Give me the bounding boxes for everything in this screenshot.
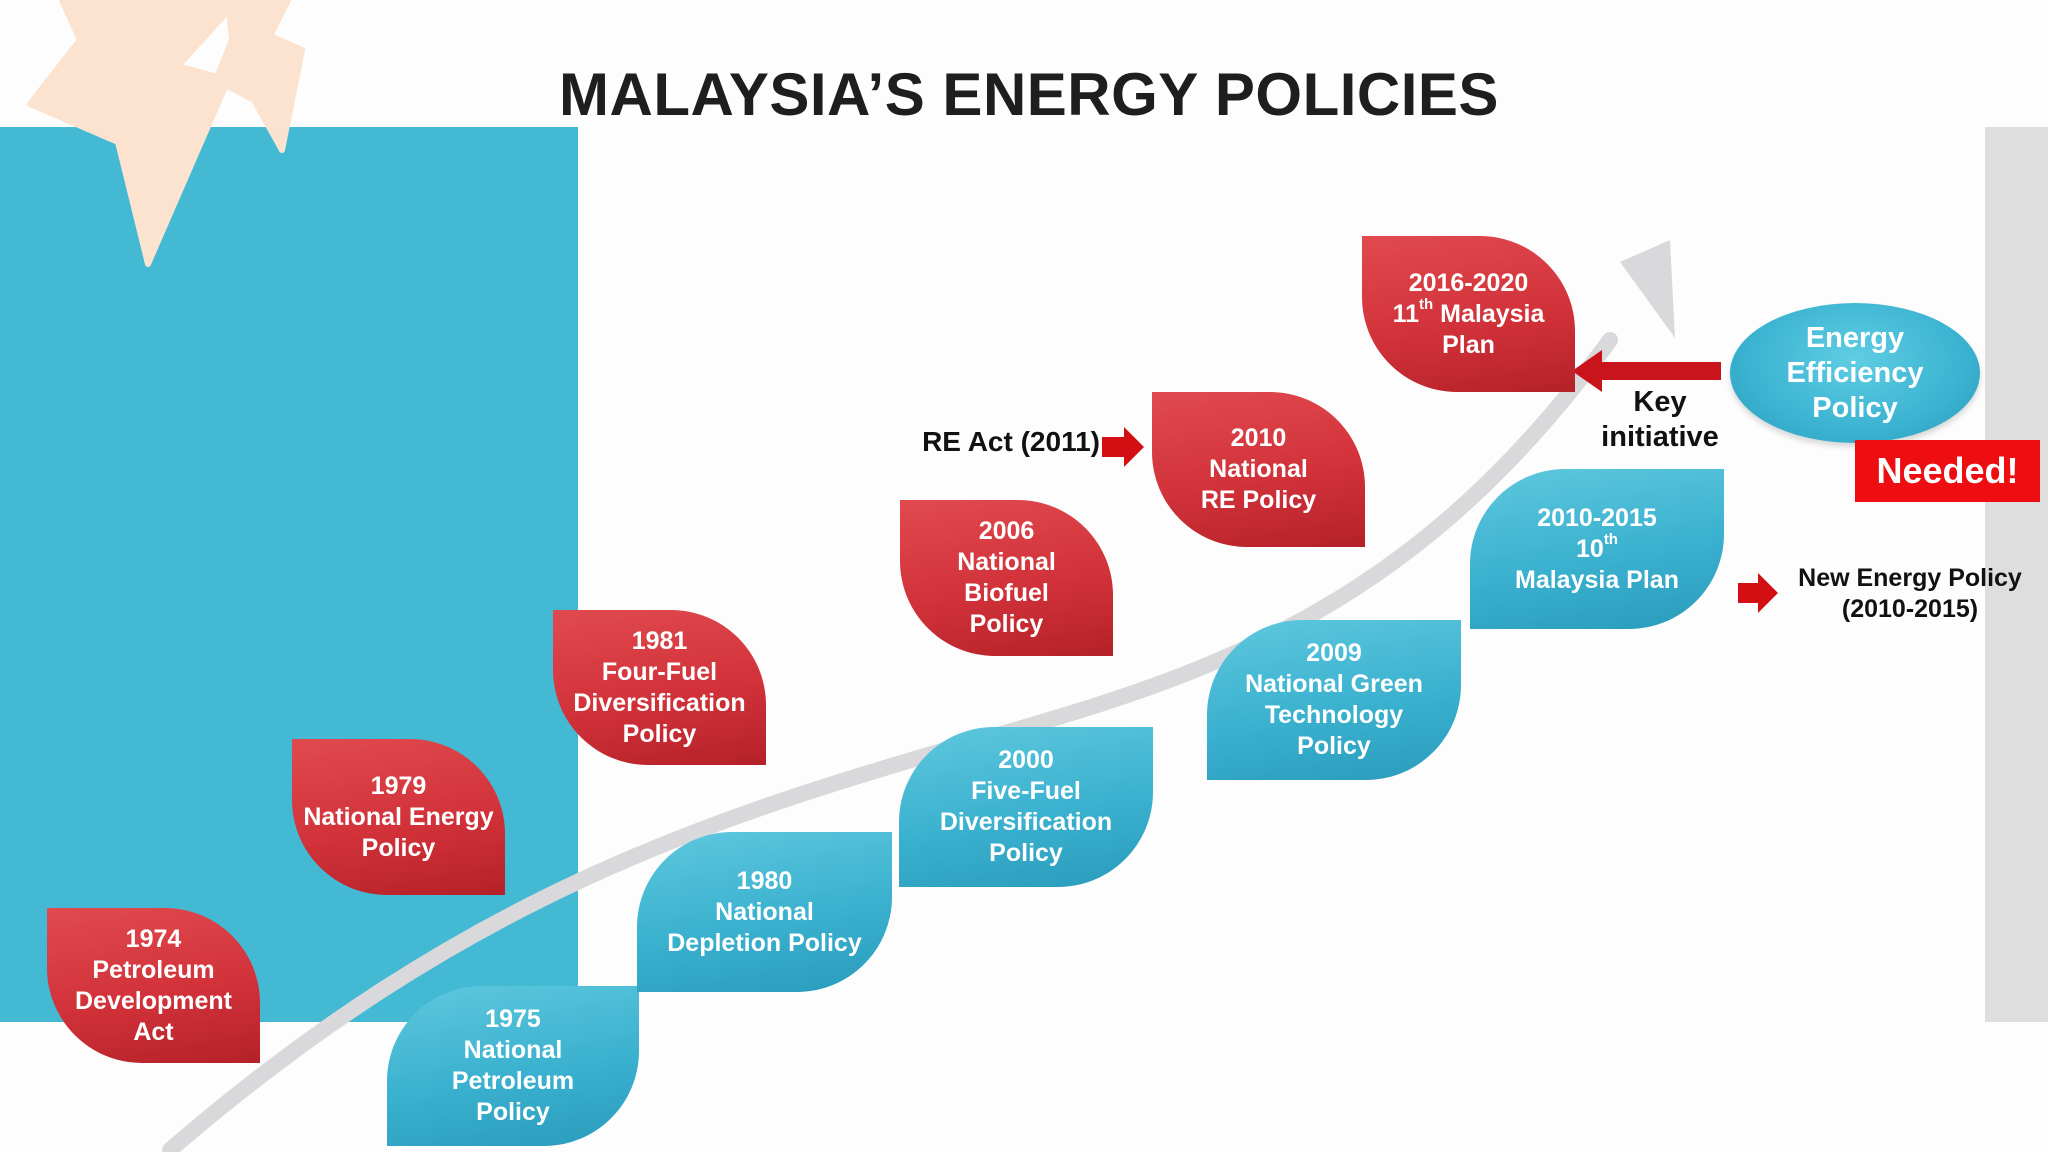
needed-badge: Needed! xyxy=(1855,440,2040,502)
lightning-bolt-icon xyxy=(27,0,305,267)
key-initiative-label: Key initiative xyxy=(1601,386,1719,453)
policy-2010-2015: 2010-2015 10th Malaysia Plan xyxy=(1470,469,1724,629)
gray-side-bar xyxy=(1985,127,2048,1022)
policy-2016-2020: 2016-2020 11th Malaysia Plan xyxy=(1362,236,1575,392)
new-energy-policy-label: New Energy Policy (2010-2015) xyxy=(1798,564,2022,623)
red-left-arrow-icon xyxy=(1572,350,1721,392)
page-title: MALAYSIA’S ENERGY POLICIES xyxy=(559,61,1499,128)
growth-arrow-head-icon xyxy=(1620,240,1675,338)
energy-efficiency-policy: Energy Efficiency Policy xyxy=(1730,303,1980,443)
re-act-label: RE Act (2011) xyxy=(922,426,1100,457)
red-arrow-icon xyxy=(1102,427,1778,613)
